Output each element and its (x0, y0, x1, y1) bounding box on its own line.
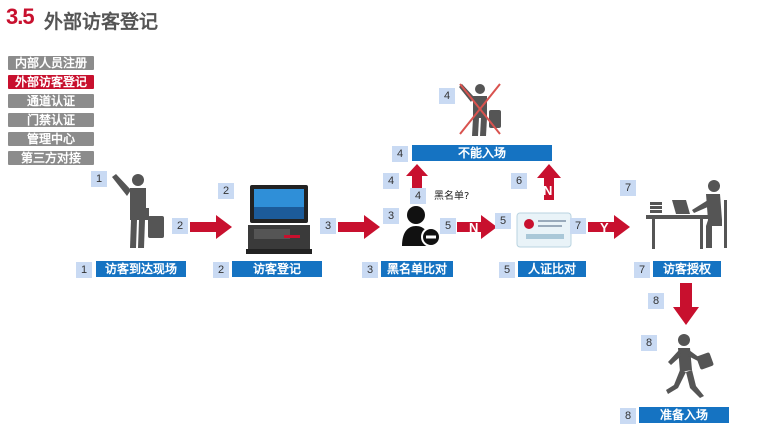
denied-person-icon (459, 83, 501, 136)
flow-arrow-right (190, 215, 232, 239)
no-label: N (469, 220, 479, 235)
step-number: 2 (218, 183, 234, 199)
step-label-denied: 不能入场 (412, 145, 552, 161)
step-label-register: 访客登记 (232, 261, 322, 277)
no-label: N (543, 183, 553, 198)
flow-arrow-up (406, 164, 428, 188)
step-number: 7 (620, 180, 636, 196)
section-number: 3.5 (6, 4, 35, 29)
menu-item-third-party[interactable]: 第三方对接 (8, 151, 94, 165)
step-number: 2 (213, 262, 229, 278)
step-number: 1 (91, 171, 107, 187)
flow-arrow-down (673, 283, 699, 325)
step-number: 5 (440, 218, 456, 234)
step-label-id-check: 人证比对 (518, 261, 586, 277)
menu-item-internal-register[interactable]: 内部人员注册 (8, 56, 94, 70)
step-label-ready: 准备入场 (639, 407, 729, 423)
blacklist-question: 黑名单? (434, 191, 470, 202)
flow-arrow-right (457, 215, 497, 239)
step-label-authorize: 访客授权 (653, 261, 721, 277)
flow-arrow-right (338, 215, 380, 239)
page-title: 外部访客登记 (44, 11, 159, 33)
step-number: 4 (392, 146, 408, 162)
blacklist-user-icon (402, 206, 441, 247)
person-waving-icon (112, 174, 164, 248)
step-label-blacklist: 黑名单比对 (381, 261, 453, 277)
step-label-arrive: 访客到达现场 (96, 261, 186, 277)
step-number: 4 (439, 88, 455, 104)
step-number: 7 (570, 218, 586, 234)
step-number: 3 (383, 208, 399, 224)
flow-arrow-up (537, 164, 561, 200)
menu-item-visitor-register[interactable]: 外部访客登记 (8, 75, 94, 89)
step-number: 4 (383, 173, 399, 189)
step-number: 8 (620, 408, 636, 424)
step-number: 6 (511, 173, 527, 189)
id-card-icon (516, 212, 572, 248)
walking-person-icon (666, 334, 714, 398)
step-number: 7 (634, 262, 650, 278)
person-at-desk-icon (646, 180, 727, 249)
menu-item-management-center[interactable]: 管理中心 (8, 132, 94, 146)
step-number: 5 (495, 213, 511, 229)
step-number: 1 (76, 262, 92, 278)
step-number: 5 (499, 262, 515, 278)
menu-item-door-auth[interactable]: 门禁认证 (8, 113, 94, 127)
step-number: 3 (320, 218, 336, 234)
step-number: 8 (648, 293, 664, 309)
step-number: 2 (172, 218, 188, 234)
yes-label: Y (600, 220, 609, 235)
step-number: 4 (410, 188, 426, 204)
kiosk-terminal-icon (246, 185, 312, 254)
step-number: 3 (362, 262, 378, 278)
flow-arrow-right (588, 215, 630, 239)
step-number: 8 (641, 335, 657, 351)
menu-item-channel-auth[interactable]: 通道认证 (8, 94, 94, 108)
